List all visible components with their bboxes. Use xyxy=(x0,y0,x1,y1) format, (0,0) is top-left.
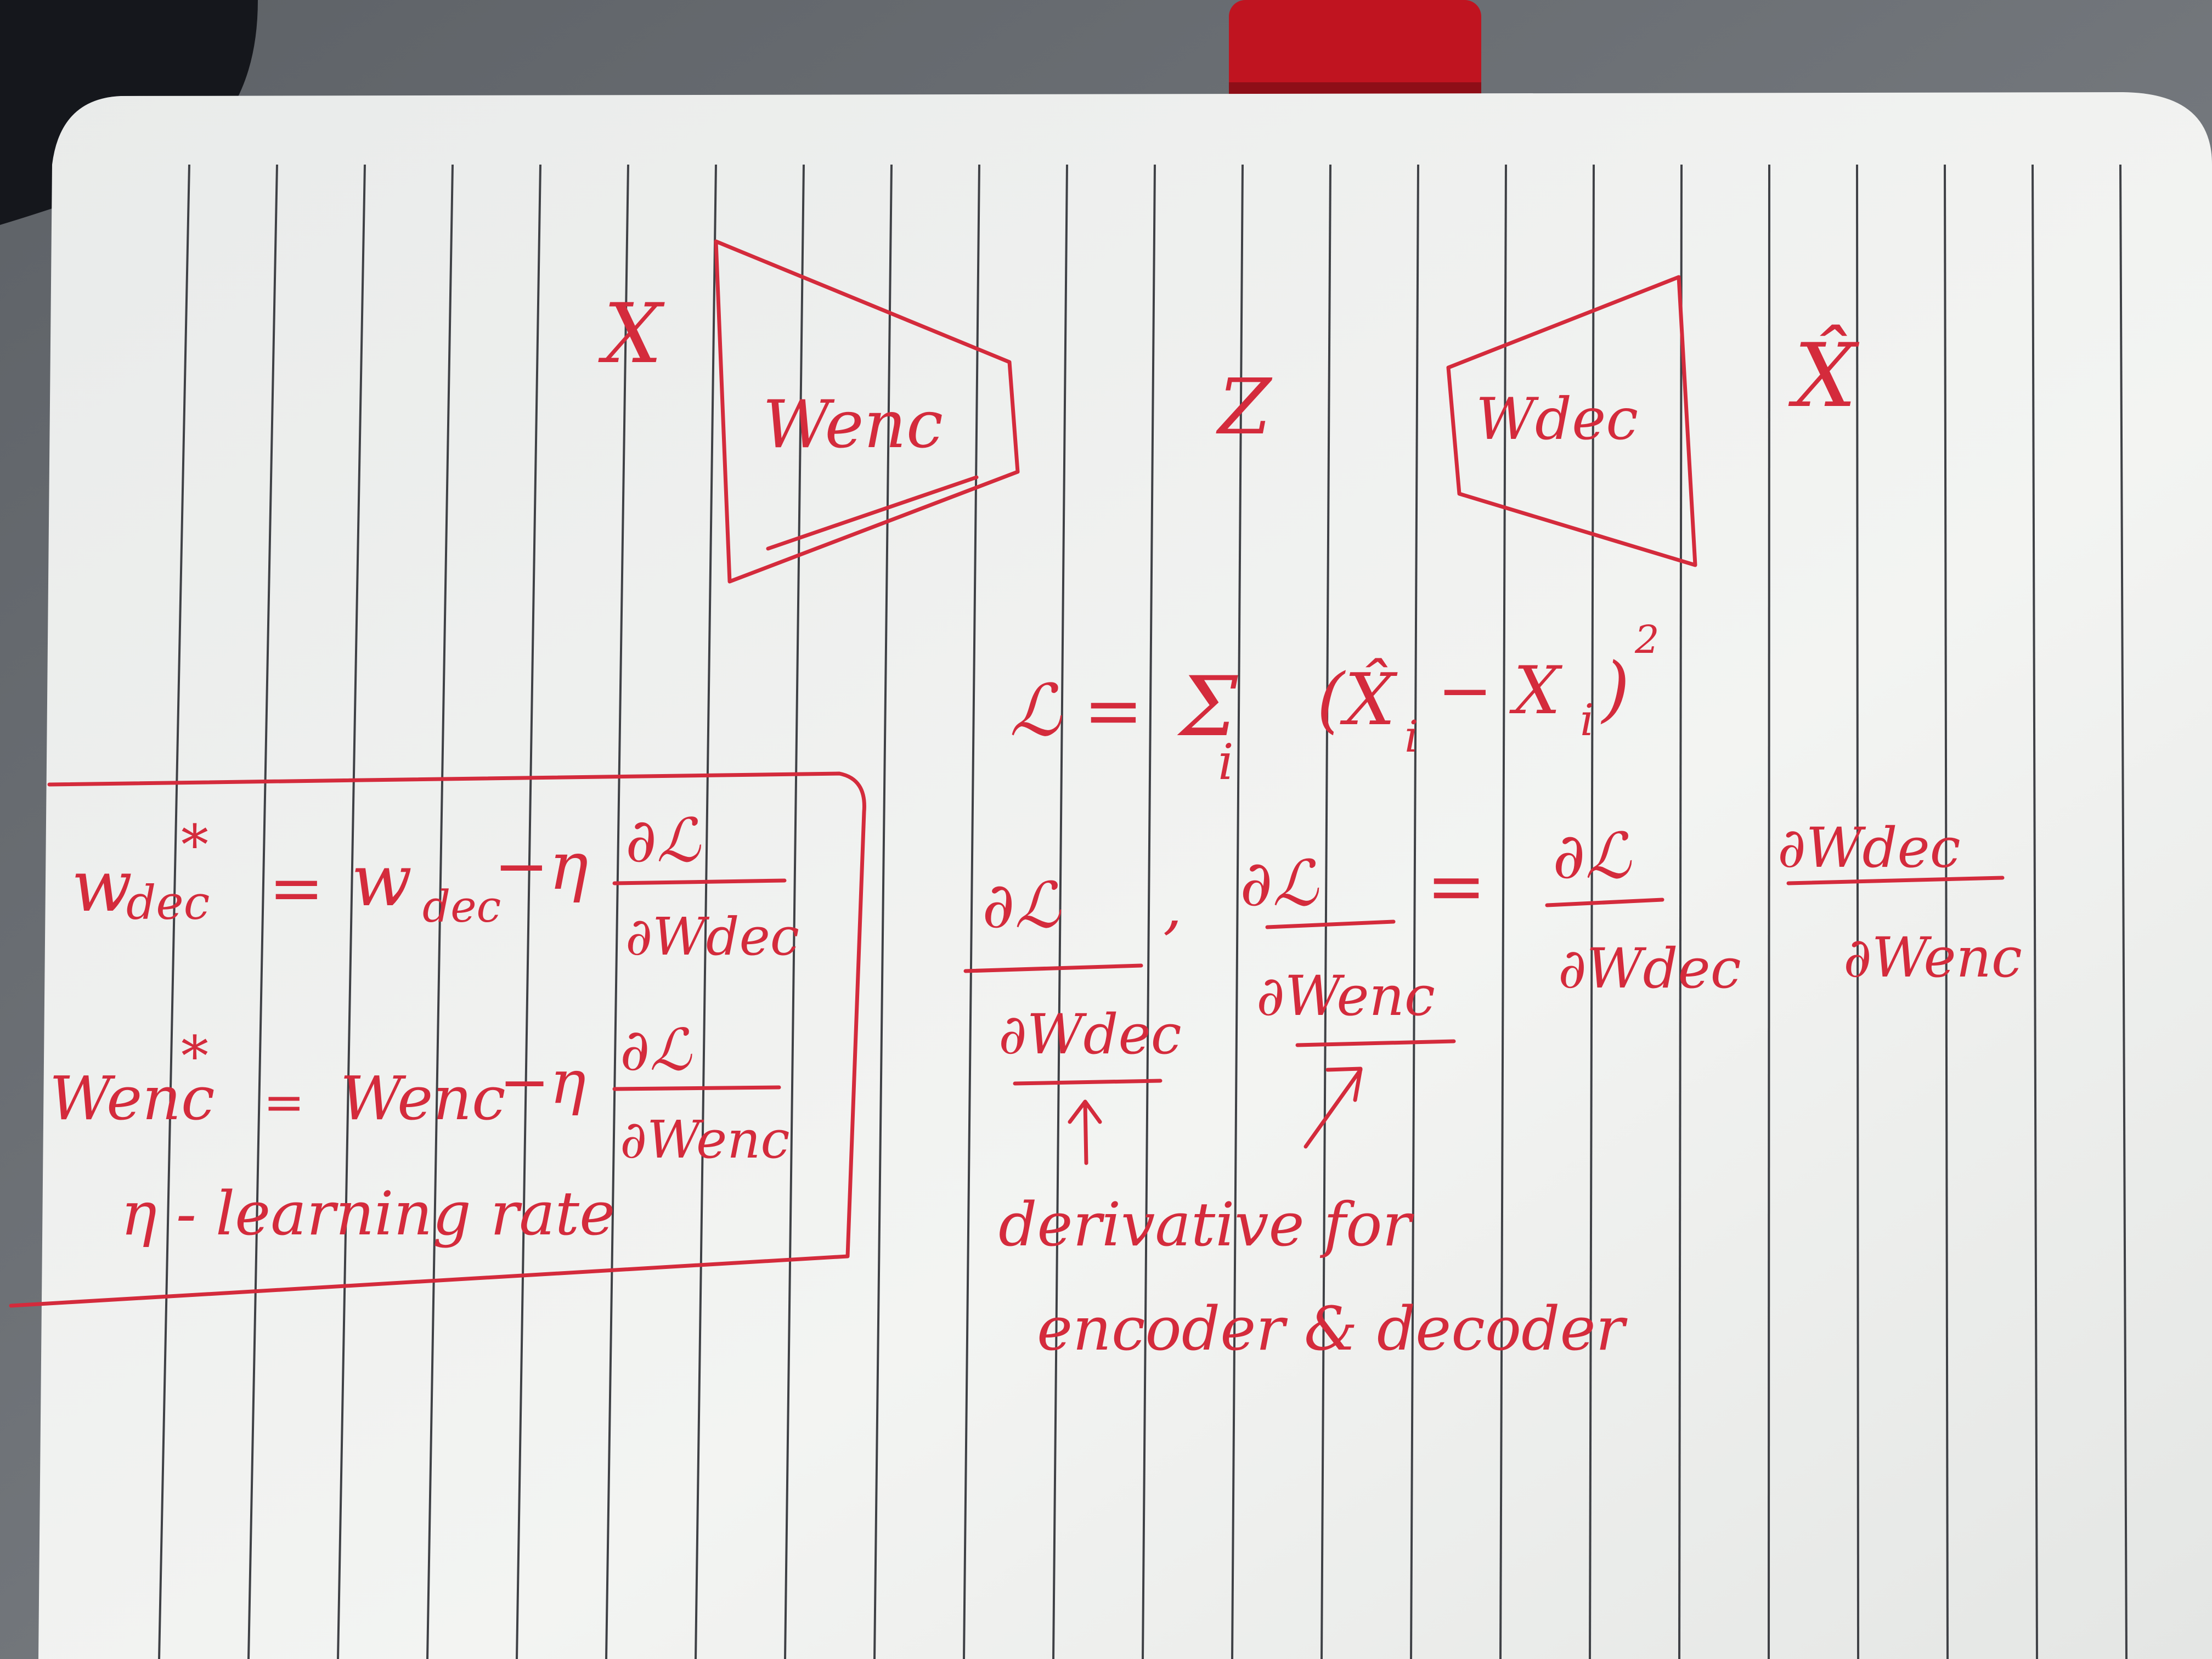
autoencoder-diagram xyxy=(714,239,1697,584)
grad3-den: ∂Wdec xyxy=(1558,936,1741,1001)
grad4-bar xyxy=(1786,876,2005,885)
rule-line xyxy=(337,164,366,1659)
rule-line xyxy=(1231,164,1244,1659)
derivative-note-line2: encoder & decoder xyxy=(1037,1294,1628,1364)
notebook-page xyxy=(38,92,2212,1659)
rule-line xyxy=(873,164,893,1659)
grad3-num: ∂ℒ xyxy=(1553,820,1632,893)
loss-lhs: ℒ = xyxy=(1009,669,1143,752)
rule-line xyxy=(1678,164,1683,1659)
dec-lhs-sub: dec xyxy=(126,876,210,930)
rule-line xyxy=(1589,164,1595,1659)
dec-frac-bar xyxy=(612,878,787,885)
underline-grad1 xyxy=(1013,1079,1163,1086)
learning-rate-note: η - learning rate xyxy=(121,1178,615,1249)
rule-line xyxy=(605,164,629,1659)
decoder-update-rule: w dec * = w dec −η ∂ℒ ∂Wdec xyxy=(71,805,799,967)
dec-frac-den: ∂Wdec xyxy=(625,907,799,967)
enc-frac-bar xyxy=(612,1085,781,1091)
rule-line xyxy=(1499,164,1507,1659)
dec-minus-eta: −η xyxy=(494,828,588,905)
enc-lhs-star: * xyxy=(181,1024,208,1088)
rule-line xyxy=(1856,164,1859,1659)
encoder-update-rule: Wenc * = Wenc −η ∂ℒ ∂Wenc xyxy=(49,1017,790,1170)
enc-lhs-w: Wenc xyxy=(49,1063,215,1133)
enc-minus-eta: −η xyxy=(499,1047,586,1117)
dec-lhs-star: * xyxy=(181,813,208,877)
enc-frac-num: ∂ℒ xyxy=(620,1017,692,1084)
grad2-num: ∂ℒ xyxy=(1240,847,1319,921)
sum-index: i xyxy=(1218,733,1234,791)
encoder-weight-label: Wenc xyxy=(763,387,943,463)
grad3-bar xyxy=(1545,898,1664,907)
dec-lhs-w: w xyxy=(71,844,132,928)
rule-line xyxy=(1321,164,1331,1659)
rule-line xyxy=(1142,164,1156,1659)
derivative-note-line1: derivative for xyxy=(998,1189,1415,1260)
grad-comma: , xyxy=(1163,871,1182,941)
diagonal-arrow xyxy=(1304,1066,1363,1149)
loss-minus-x: − X xyxy=(1437,653,1563,729)
latent-z-label: Z xyxy=(1216,363,1273,452)
grad1-bar xyxy=(963,963,1143,973)
decoder-weight-label: Wdec xyxy=(1476,386,1638,453)
dec-rhs-w: w xyxy=(351,839,412,922)
rule-line xyxy=(516,164,541,1659)
decoder-trapezoid xyxy=(1446,275,1697,567)
output-xhat-label: X̂ xyxy=(1788,324,1860,427)
loss-sub-1: i xyxy=(1404,711,1419,762)
rule-line xyxy=(2032,164,2038,1659)
underline-grad2 xyxy=(1295,1039,1456,1047)
rule-line xyxy=(2119,164,2128,1659)
encoder-trapezoid xyxy=(714,239,1020,584)
bookmark-ribbon xyxy=(1229,0,1481,101)
loss-power: 2 xyxy=(1634,617,1660,662)
dec-rhs-sub: dec xyxy=(422,881,501,932)
loss-body-open: (X̂ xyxy=(1317,658,1398,741)
loss-close: ) xyxy=(1600,647,1630,730)
input-x-label: X xyxy=(598,286,665,382)
dec-eq: = xyxy=(269,850,324,927)
rule-line xyxy=(695,164,717,1659)
up-arrow xyxy=(1068,1099,1102,1165)
enc-frac-den: ∂Wenc xyxy=(620,1110,790,1170)
rule-line xyxy=(1944,164,1949,1659)
grad1-num: ∂ℒ xyxy=(982,869,1061,943)
grad1-den: ∂Wdec xyxy=(998,1002,1182,1066)
rule-line xyxy=(1052,164,1068,1659)
grad4-den: ∂Wenc xyxy=(1843,926,2022,990)
loss-sub-2: i xyxy=(1580,695,1594,746)
grad2-den: ∂Wenc xyxy=(1256,964,1435,1028)
rule-line xyxy=(158,164,190,1659)
rule-line xyxy=(784,164,805,1659)
grad-eq: = xyxy=(1426,844,1486,928)
sum-symbol: Σ xyxy=(1177,659,1238,755)
gradient-chain-rule: ∂ℒ ∂Wdec , ∂ℒ ∂Wenc = ∂ℒ ∂Wdec ∂Wdec ∂We… xyxy=(963,816,2022,1066)
rule-line xyxy=(426,164,454,1659)
rule-line xyxy=(247,164,278,1659)
grad4-num: ∂Wdec xyxy=(1778,816,1961,880)
enc-eq: = xyxy=(263,1074,304,1131)
loss-formula: ℒ = Σ i (X̂ i − X i ) 2 xyxy=(1009,617,1660,791)
enc-rhs-w: Wenc xyxy=(340,1063,506,1133)
rule-line xyxy=(963,164,980,1659)
rule-lines xyxy=(158,164,2128,1659)
box-underline-enc xyxy=(766,475,979,551)
dec-frac-num: ∂ℒ xyxy=(625,805,702,876)
annotation-arrows xyxy=(1013,1039,1456,1165)
rule-line xyxy=(1410,164,1419,1659)
update-rules-box xyxy=(9,771,866,1308)
grad2-bar xyxy=(1265,919,1396,929)
